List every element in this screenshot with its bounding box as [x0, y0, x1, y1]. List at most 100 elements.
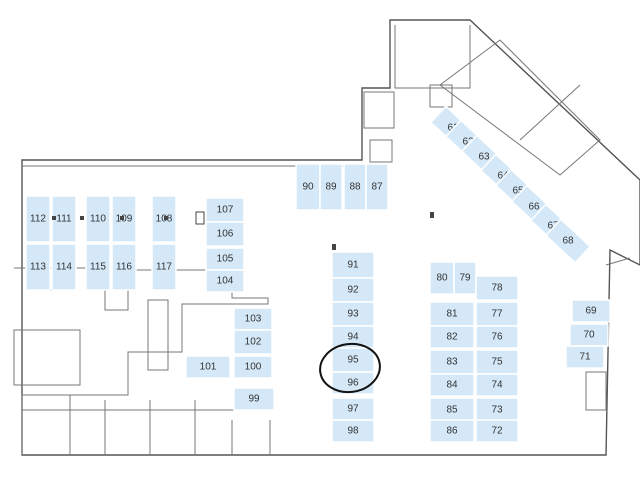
parking-space-77[interactable]: 77 [475, 301, 519, 327]
parking-space-76[interactable]: 76 [475, 325, 519, 349]
parking-space-label: 92 [347, 285, 359, 296]
parking-space-112[interactable]: 112 [25, 195, 51, 243]
parking-space-102[interactable]: 102 [233, 329, 273, 355]
parking-space-label: 93 [347, 309, 359, 320]
parking-space-label: 64 [497, 171, 509, 182]
parking-space-label: 104 [217, 276, 234, 287]
parking-space-box [475, 419, 519, 443]
parking-space-98[interactable]: 98 [331, 419, 375, 443]
parking-space-86[interactable]: 86 [429, 419, 475, 443]
parking-space-106[interactable]: 106 [205, 221, 245, 247]
parking-space-69[interactable]: 69 [571, 299, 611, 323]
parking-space-box [233, 355, 273, 379]
parking-space-label: 109 [116, 214, 133, 225]
parking-space-label: 88 [349, 182, 361, 193]
parking-space-84[interactable]: 84 [429, 373, 475, 397]
parking-space-79[interactable]: 79 [453, 261, 477, 295]
parking-space-label: 102 [245, 337, 262, 348]
parking-space-label: 72 [491, 426, 503, 437]
parking-space-92[interactable]: 92 [331, 277, 375, 303]
parking-space-label: 67 [547, 221, 559, 232]
parking-space-74[interactable]: 74 [475, 373, 519, 397]
parking-space-label: 112 [30, 214, 46, 225]
parking-space-71[interactable]: 71 [565, 345, 605, 369]
parking-space-box [205, 221, 245, 247]
parking-space-label: 95 [347, 355, 359, 366]
parking-space-87[interactable]: 87 [365, 163, 389, 211]
parking-space-104[interactable]: 104 [205, 269, 245, 293]
parking-space-label: 98 [347, 426, 359, 437]
parking-space-label: 82 [446, 332, 458, 343]
parking-space-label: 83 [446, 357, 458, 368]
parking-space-70[interactable]: 70 [569, 323, 609, 347]
parking-space-101[interactable]: 101 [185, 355, 231, 379]
parking-space-label: 84 [446, 380, 458, 391]
parking-space-box [475, 325, 519, 349]
parking-space-116[interactable]: 116 [111, 243, 137, 291]
parking-space-label: 114 [56, 262, 72, 273]
parking-space-label: 73 [491, 405, 503, 416]
parking-space-box [111, 243, 137, 291]
parking-space-label: 101 [200, 362, 217, 373]
parking-space-label: 113 [30, 262, 46, 273]
parking-space-label: 77 [491, 309, 503, 320]
parking-space-99[interactable]: 99 [233, 387, 275, 411]
parking-space-box [475, 373, 519, 397]
parking-space-label: 100 [245, 362, 262, 373]
parking-space-113[interactable]: 113 [25, 243, 51, 291]
parking-space-label: 86 [446, 426, 458, 437]
parking-space-114[interactable]: 114 [51, 243, 77, 291]
parking-space-label: 89 [325, 182, 337, 193]
parking-space-83[interactable]: 83 [429, 349, 475, 375]
parking-space-95[interactable]: 95 [331, 347, 375, 373]
parking-space-box [331, 277, 375, 303]
parking-space-label: 80 [436, 273, 448, 284]
parking-space-label: 76 [491, 332, 503, 343]
parking-space-89[interactable]: 89 [319, 163, 343, 211]
parking-space-75[interactable]: 75 [475, 349, 519, 375]
parking-space-107[interactable]: 107 [205, 197, 245, 223]
parking-space-box [185, 355, 231, 379]
parking-space-103[interactable]: 103 [233, 307, 273, 331]
parking-space-label: 85 [446, 405, 458, 416]
parking-space-73[interactable]: 73 [475, 397, 519, 423]
parking-space-box [25, 195, 51, 243]
parking-space-label: 63 [478, 152, 490, 163]
parking-space-115[interactable]: 115 [85, 243, 111, 291]
parking-space-box [233, 329, 273, 355]
parking-space-82[interactable]: 82 [429, 325, 475, 349]
parking-space-91[interactable]: 91 [331, 251, 375, 279]
parking-space-label: 116 [116, 262, 132, 273]
parking-space-72[interactable]: 72 [475, 419, 519, 443]
parking-space-105[interactable]: 105 [205, 247, 245, 271]
parking-space-label: 91 [347, 260, 359, 271]
parking-space-box [565, 345, 605, 369]
parking-space-88[interactable]: 88 [343, 163, 367, 211]
parking-space-110[interactable]: 110 [85, 195, 111, 243]
parking-space-box [295, 163, 321, 211]
parking-space-box [85, 195, 111, 243]
parking-space-label: 75 [491, 357, 503, 368]
parking-space-box [331, 419, 375, 443]
parking-space-90[interactable]: 90 [295, 163, 321, 211]
parking-space-label: 79 [459, 273, 471, 284]
parking-space-box [85, 243, 111, 291]
parking-space-80[interactable]: 80 [429, 261, 455, 295]
parking-space-93[interactable]: 93 [331, 301, 375, 327]
parking-space-81[interactable]: 81 [429, 301, 475, 327]
parking-space-label: 65 [512, 186, 524, 197]
parking-space-label: 107 [217, 205, 234, 216]
parking-space-85[interactable]: 85 [429, 397, 475, 423]
parking-space-97[interactable]: 97 [331, 397, 375, 421]
parking-space-68[interactable]: 68 [544, 218, 592, 264]
parking-space-100[interactable]: 100 [233, 355, 273, 379]
parking-space-78[interactable]: 78 [475, 275, 519, 301]
parking-space-117[interactable]: 117 [151, 243, 177, 291]
parking-space-label: 62 [462, 137, 474, 148]
parking-space-label: 96 [347, 378, 359, 389]
pillars [52, 211, 434, 250]
parking-spaces: 1121111101091081131141151161171071061051… [25, 105, 611, 443]
parking-space-box [475, 397, 519, 423]
parking-space-label: 81 [446, 309, 458, 320]
parking-space-label: 71 [579, 352, 591, 363]
